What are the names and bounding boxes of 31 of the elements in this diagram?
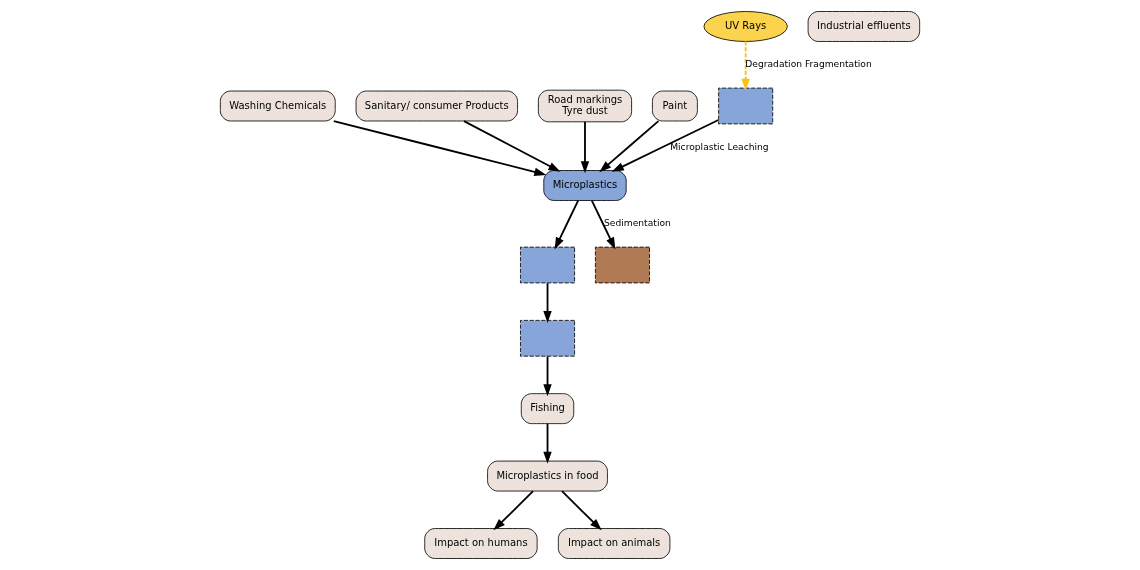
- node-box: Road markings Tyre dust: [537, 89, 633, 123]
- arrow: [332, 120, 547, 176]
- arrow: [741, 40, 750, 91]
- node-box: Fishing: [520, 393, 575, 425]
- node-box: Sanitary/ consumer Products: [355, 90, 518, 122]
- edge-label: Sedimentation: [604, 218, 671, 229]
- node-box: Paint: [652, 90, 698, 122]
- edge-label: Microplastic Leaching: [670, 141, 769, 152]
- node-box: Washing Chemicals: [219, 90, 336, 122]
- node-box: [520, 246, 575, 284]
- node-box: Microplastics: [543, 170, 627, 201]
- arrow: [463, 120, 561, 172]
- node-box: Microplastics in food: [487, 460, 608, 492]
- node-box: Industrial effluents: [807, 11, 921, 42]
- arrow: [543, 355, 552, 397]
- arrow: [493, 490, 534, 531]
- arrow: [580, 120, 590, 174]
- arrow: [561, 490, 602, 531]
- node-box: [520, 319, 575, 357]
- edge-label: Degradation Fragmentation: [745, 59, 872, 70]
- node-box: Impact on animals: [557, 528, 671, 559]
- arrow: [543, 282, 552, 324]
- node-box: [594, 246, 650, 284]
- node-ellipse: UV Rays: [703, 11, 788, 42]
- arrow: [554, 199, 580, 250]
- arrow: [611, 119, 720, 172]
- arrow: [590, 199, 616, 250]
- node-box: Impact on humans: [424, 528, 538, 559]
- arrow: [543, 422, 552, 464]
- node-box: [718, 87, 774, 125]
- arrow: [599, 120, 660, 173]
